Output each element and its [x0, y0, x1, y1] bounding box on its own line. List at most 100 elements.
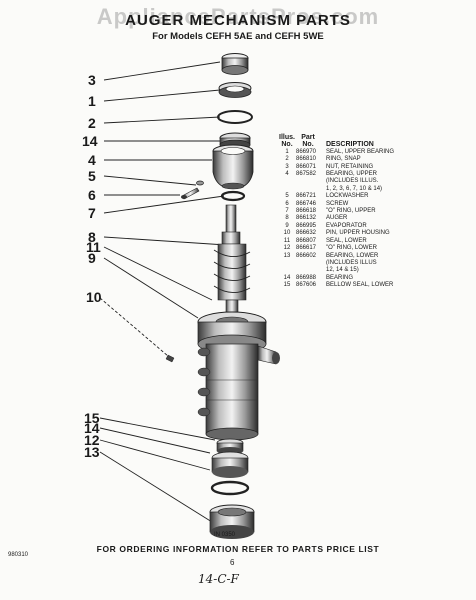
table-cell-part: 866988 [296, 274, 317, 281]
table-cell-description: "O" RING, UPPER [326, 208, 376, 215]
table-cell-no [278, 178, 296, 185]
header-illus: Illus. [279, 134, 295, 141]
table-row: (INCLUDES ILLUS. [278, 178, 468, 185]
table-row: 12 866617 "O" RING, LOWER [278, 245, 468, 252]
table-cell-no: 11 [283, 237, 291, 244]
table-cell-part [296, 267, 320, 274]
table-cell-part: 866632 [296, 230, 317, 237]
parts-table-header-1: Illus. Part [278, 134, 468, 141]
table-cell-part: 866132 [296, 215, 317, 222]
table-cell-part [296, 260, 320, 267]
table-cell-description: "O" RING, LOWER [326, 245, 377, 252]
table-row: 12, 14 & 15) [278, 267, 468, 274]
table-cell-description: BEARING, LOWER [326, 252, 379, 259]
part-pin-upper-housing [165, 354, 175, 363]
table-cell-description: BELLOW SEAL, LOWER [326, 282, 394, 289]
callout-4: 4 [88, 152, 96, 168]
table-cell-description: EVAPORATOR [326, 222, 367, 229]
table-cell-description: NUT, RETAINING [326, 163, 374, 170]
page-title: AUGER MECHANISM PARTS [125, 12, 351, 29]
part-retaining-nut [221, 53, 249, 75]
table-cell-no: 8 [285, 215, 289, 222]
table-cell-no: 14 [283, 274, 291, 281]
parts-table-header-2: No. No. DESCRIPTION [278, 141, 468, 148]
header-no: No. [281, 141, 293, 149]
callout-6: 6 [88, 187, 96, 203]
callout-10: 10 [86, 289, 102, 305]
table-row: 14 866988 BEARING [278, 275, 468, 282]
table-cell-description: (INCLUDES ILLUS. [326, 178, 379, 185]
table-cell-part [296, 178, 320, 185]
table-cell-description: 12, 14 & 15) [326, 267, 359, 274]
table-cell-part: 866995 [296, 222, 317, 229]
table-cell-part: 867606 [296, 282, 317, 289]
table-cell-description: (INCLUDES ILLUS [326, 259, 377, 266]
table-row: 4 867582 BEARING, UPPER [278, 171, 468, 178]
callout-9: 9 [88, 250, 96, 266]
table-cell-description: BEARING [326, 274, 354, 281]
table-row: 9 866995 EVAPORATOR [278, 223, 468, 230]
header-part: Part [301, 134, 315, 141]
table-cell-no: 7 [285, 208, 289, 215]
table-cell-part: 866617 [296, 245, 317, 252]
callout-2: 2 [88, 115, 96, 131]
part-evaporator [197, 311, 280, 441]
table-cell-no: 6 [285, 200, 289, 207]
table-cell-part: 866721 [296, 193, 317, 200]
part-o-ring-lower [210, 480, 250, 496]
table-cell-no: 5 [285, 193, 289, 200]
callout-13: 13 [84, 444, 100, 460]
table-row: 13 866602 BEARING, LOWER [278, 253, 468, 260]
callout-1: 1 [88, 93, 96, 109]
callout-12: 12 [84, 432, 100, 448]
table-cell-description: RING, SNAP [326, 156, 361, 163]
table-cell-no: 13 [283, 252, 291, 259]
table-cell-no: 12 [283, 245, 291, 252]
part-bearing-lower [209, 504, 255, 539]
table-cell-description: SEAL, UPPER BEARING [326, 148, 395, 155]
table-cell-description: LOCKWASHER [326, 193, 369, 200]
table-cell-description: 1, 2, 3, 6, 7, 10 & 14) [326, 185, 383, 192]
table-row: 5 866721 LOCKWASHER [278, 193, 468, 200]
table-cell-no: 15 [283, 282, 291, 289]
part-upper-bearing [212, 144, 254, 190]
table-cell-no [278, 260, 296, 267]
table-cell-part: 867582 [296, 171, 317, 178]
callout-5: 5 [88, 168, 96, 184]
part-auger [213, 204, 251, 315]
table-cell-no: 4 [285, 171, 289, 178]
table-cell-description: SCREW [326, 200, 349, 207]
part-snap-ring [217, 110, 253, 124]
table-row: 1, 2, 3, 6, 7, 10 & 14) [278, 186, 468, 193]
page-number: 6 [230, 558, 235, 567]
callout-11: 11 [86, 239, 101, 255]
header-description: DESCRIPTION [326, 141, 374, 149]
header-part-no: No. [302, 141, 314, 149]
callout-14-lower: 14 [84, 420, 100, 436]
callout-8: 8 [88, 229, 96, 245]
table-cell-no: 9 [285, 222, 289, 229]
table-cell-part: 866807 [296, 237, 317, 244]
table-cell-description: SEAL, LOWER [326, 237, 367, 244]
table-cell-description: BEARING, UPPER [326, 171, 378, 178]
document-number: 980310 [8, 552, 29, 558]
table-cell-part [296, 186, 320, 193]
table-cell-no [278, 186, 296, 193]
callout-7: 7 [88, 205, 96, 221]
table-cell-no: 1 [285, 148, 289, 155]
callout-3: 3 [88, 72, 96, 88]
watermark: AppliancePartsPros.com [96, 4, 380, 29]
callout-15: 15 [84, 410, 100, 426]
page-subtitle: For Models CEFH 5AE and CEFH 5WE [152, 31, 324, 42]
handwritten-note: 14-C-F [198, 572, 239, 586]
table-cell-description: PIN, UPPER HOUSING [326, 230, 390, 237]
table-cell-part: 866602 [296, 252, 317, 259]
ordering-info-footer: FOR ORDERING INFORMATION REFER TO PARTS … [96, 544, 380, 554]
